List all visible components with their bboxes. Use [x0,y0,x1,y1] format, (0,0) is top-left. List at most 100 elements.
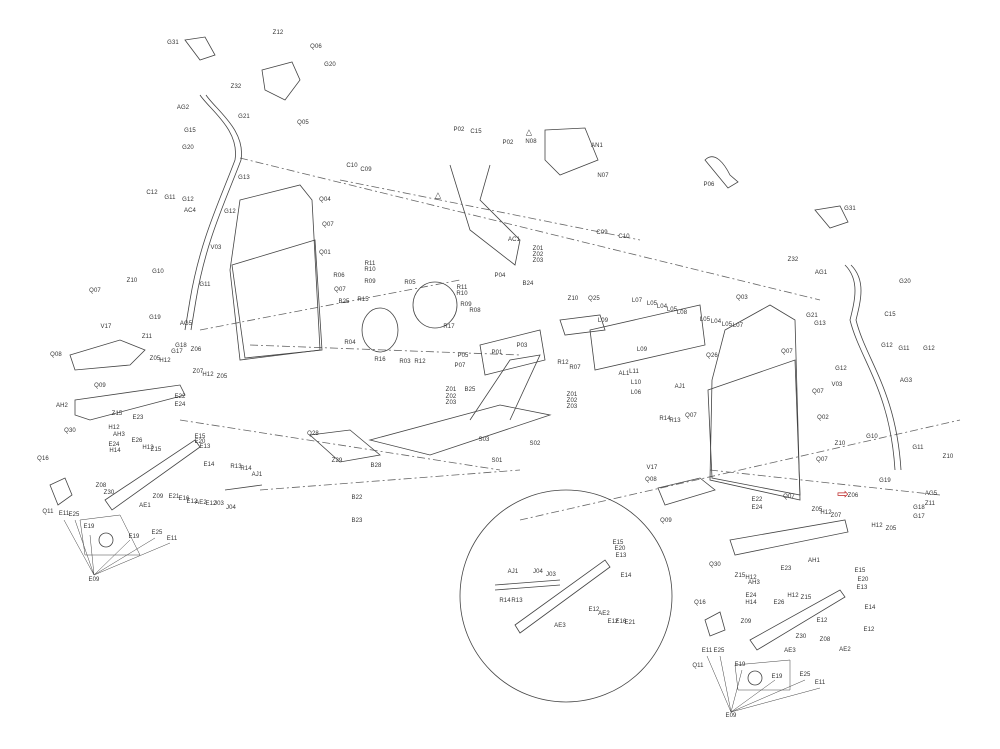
part-label-z01: Z01 [445,387,457,393]
part-label-r08: R08 [469,308,481,314]
part-label-n08: N08 [525,139,537,145]
part-label-z06: Z06 [190,347,202,353]
part-label-e19: E19 [128,534,140,540]
part-label-e14: E14 [620,573,632,579]
main-frame [309,281,706,463]
part-label-c09: C09 [360,167,372,173]
part-label-s02: S02 [529,441,541,447]
part-label-aj1: AJ1 [674,384,686,390]
part-label-q02: Q02 [817,415,829,421]
part-label-p06: P06 [703,182,715,188]
part-label-r14: R14 [240,466,252,472]
part-label-e25: E25 [151,530,163,536]
part-label-z10: Z10 [567,296,579,302]
part-label-z05: Z05 [811,507,823,513]
part-label-p01: P01 [491,350,503,356]
part-label-e19: E19 [734,662,746,668]
part-label-h12: H12 [142,445,154,451]
part-label-e09: E09 [725,713,737,719]
part-label-ag1: AG1 [814,270,828,276]
part-label-r12: R12 [557,360,569,366]
part-label-ae3: AE3 [554,623,566,629]
part-label-g11: G11 [898,346,910,352]
part-label-p03: P03 [516,343,528,349]
part-label-c10: C10 [346,163,358,169]
part-label-q07: Q07 [812,389,824,395]
part-label-ah3: AH3 [748,580,760,586]
part-label-z02: Z02 [445,394,457,400]
part-label-g21: G21 [238,114,250,120]
part-label-b25: B25 [338,299,350,305]
part-label-h14: H14 [109,448,121,454]
part-label-j04: J04 [533,569,543,575]
part-label-z01: Z01 [566,392,578,398]
part-label-an1: AN1 [591,143,603,149]
part-label-e12: E12 [205,501,217,507]
part-label-z32: Z32 [787,257,799,263]
part-label-ah2: AH2 [56,403,68,409]
part-label-z10: Z10 [834,441,846,447]
part-label-h12: H12 [820,510,832,516]
part-label-h12: H12 [871,523,883,529]
part-label-q03: Q03 [736,295,748,301]
part-label-r12: R12 [414,359,426,365]
part-label-e20: E20 [857,577,869,583]
part-label-b23: B23 [351,518,363,524]
part-label-g12: G12 [881,343,893,349]
part-label-z01: Z01 [532,246,544,252]
part-label-z10: Z10 [942,454,954,460]
part-label-e13: E13 [615,553,627,559]
left-pedal-assembly [49,339,263,556]
part-label-e26: E26 [773,600,785,606]
part-label-ag5: AG5 [924,491,938,497]
part-label-r11: R11 [364,261,376,267]
part-label-e11: E11 [166,536,178,542]
part-label-e19: E19 [771,674,783,680]
part-label-q07: Q07 [781,349,793,355]
part-label-z03: Z03 [445,400,457,406]
part-label-q09: Q09 [660,518,672,524]
part-label-z08: Z08 [819,637,831,643]
part-label-l04: L04 [710,319,722,325]
part-label-g13: G13 [814,321,826,327]
part-label-q16: Q16 [37,456,49,462]
part-label-e12: E12 [588,607,600,613]
part-label-h12: H12 [108,425,120,431]
part-label-g20: G20 [324,62,336,68]
part-label-z02: Z02 [566,398,578,404]
part-label-q30: Q30 [64,428,76,434]
part-label-e20: E20 [614,546,626,552]
part-label-g17: G17 [913,514,925,520]
part-label-e11: E11 [58,511,70,517]
part-label-r10: R10 [456,291,468,297]
detail-inset [459,489,673,703]
part-label-e22: E22 [174,394,186,400]
part-label-h12: H12 [202,372,214,378]
part-label-p02: P02 [502,140,514,146]
part-label-h12: H12 [745,575,757,581]
part-label-l05: L05 [721,322,733,328]
part-label-b24: B24 [522,281,534,287]
part-label-e15: E15 [854,568,866,574]
part-label-e12: E12 [186,499,198,505]
part-label-c10: C10 [618,234,630,240]
part-label-q09: Q09 [94,383,106,389]
part-label-l09: L09 [636,347,648,353]
part-label-g12: G12 [182,197,194,203]
part-label-g11: G11 [199,282,211,288]
part-label-l06: L06 [630,390,642,396]
part-label-g12: G12 [835,366,847,372]
part-label-e12: E12 [607,619,619,625]
part-label-q25: Q25 [588,296,600,302]
part-label-z05: Z05 [885,526,897,532]
part-label-e25: E25 [68,512,80,518]
part-label-e24: E24 [745,593,757,599]
part-label-p04: P04 [494,273,506,279]
part-label-v03: V03 [831,382,843,388]
left-handlebar [184,36,242,331]
part-label-q08: Q08 [50,352,62,358]
part-label-c12: C12 [146,190,158,196]
part-label-g13: G13 [238,175,250,181]
part-label-v17: V17 [646,465,658,471]
